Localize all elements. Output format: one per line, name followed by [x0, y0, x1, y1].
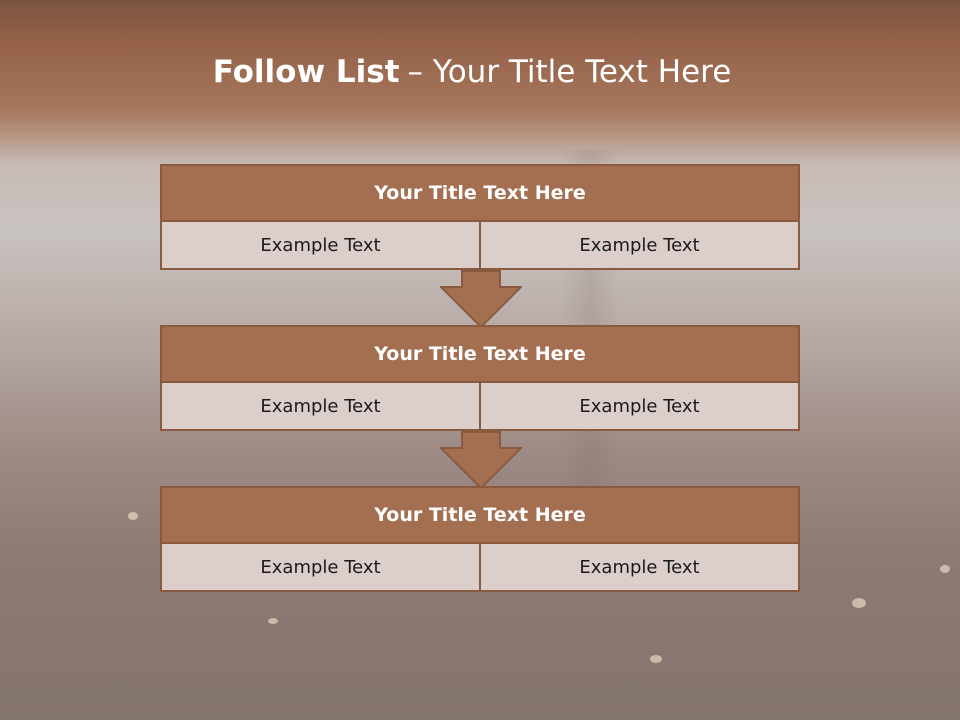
slide-title-bold: Follow List: [212, 54, 400, 90]
slide-title: Follow List– Your Title Text Here: [0, 54, 944, 90]
down-arrow-icon: [440, 270, 522, 328]
list-block-3: Your Title Text Here Example Text Exampl…: [160, 486, 800, 592]
block-cell-right: Example Text: [479, 383, 798, 429]
list-block-1: Your Title Text Here Example Text Exampl…: [160, 164, 800, 270]
block-row: Example Text Example Text: [162, 544, 798, 590]
list-block-2: Your Title Text Here Example Text Exampl…: [160, 325, 800, 431]
background-speck: [852, 598, 866, 608]
background-speck: [128, 512, 138, 520]
block-title: Your Title Text Here: [162, 488, 798, 544]
block-title: Your Title Text Here: [162, 327, 798, 383]
block-cell-left: Example Text: [260, 234, 381, 256]
block-cell-left: Example Text: [260, 556, 381, 578]
down-arrow-icon: [440, 431, 522, 489]
block-cell-right: Example Text: [479, 544, 798, 590]
block-cell-left: Example Text: [260, 395, 381, 417]
block-cell-right: Example Text: [479, 222, 798, 268]
slide-title-rest: – Your Title Text Here: [407, 54, 732, 90]
block-title: Your Title Text Here: [162, 166, 798, 222]
background-speck: [650, 655, 662, 663]
block-row: Example Text Example Text: [162, 383, 798, 429]
background-speck: [268, 618, 278, 624]
block-row: Example Text Example Text: [162, 222, 798, 268]
background-speck: [940, 565, 950, 573]
